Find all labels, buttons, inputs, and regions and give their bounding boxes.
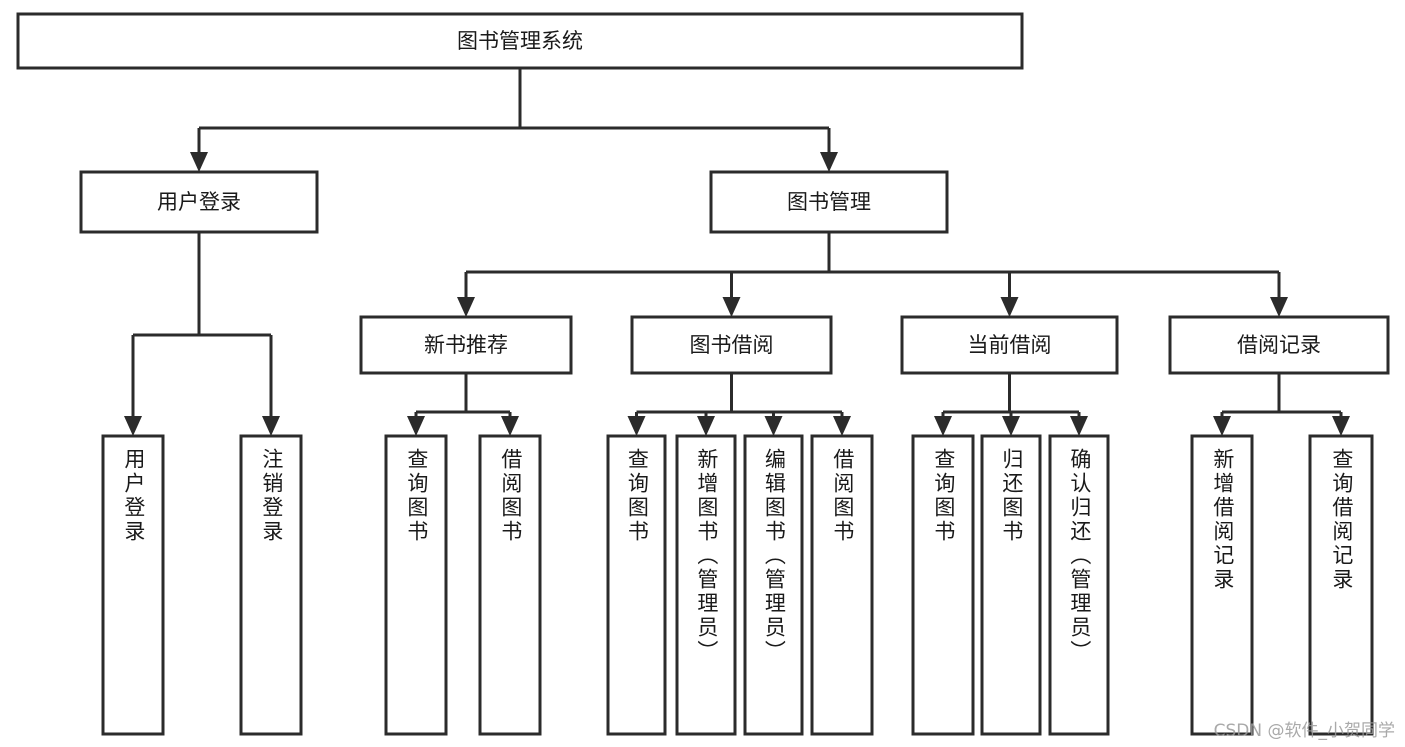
arrow-head [262,416,280,436]
node-label-root: 图书管理系统 [457,29,583,53]
arrow-head [833,416,851,436]
arrow-head [934,416,952,436]
node-label-book-borrow: 图书借阅 [690,333,774,357]
node-box-layer [16,12,1390,736]
node-box-leaf-query-book-1[interactable] [384,434,448,736]
connector-layer [124,68,1350,436]
csdn-watermark: CSDN @软件_小贺同学 [1213,721,1395,741]
node-box-leaf-user-logout[interactable] [239,434,303,736]
arrow-head [407,416,425,436]
arrow-head [124,416,142,436]
node-box-new-book-rec[interactable] [359,315,573,375]
node-label-current-borrow: 当前借阅 [968,333,1052,357]
node-box-leaf-user-login[interactable] [101,434,165,736]
node-box-leaf-add-book[interactable] [675,434,737,736]
node-box-leaf-borrow-book-2[interactable] [810,434,874,736]
node-box-leaf-add-record[interactable] [1190,434,1254,736]
node-box-leaf-return-book[interactable] [980,434,1042,736]
arrow-head [190,152,208,172]
node-box-borrow-record[interactable] [1168,315,1390,375]
node-box-leaf-query-record[interactable] [1308,434,1374,736]
node-box-leaf-query-book-3[interactable] [911,434,975,736]
arrow-head [1002,416,1020,436]
arrow-head [1000,297,1019,317]
arrow-head [697,416,715,436]
node-box-book-manage[interactable] [709,170,949,234]
arrow-head [1213,416,1231,436]
arrow-head [764,416,783,436]
node-box-user-login[interactable] [79,170,319,234]
node-box-leaf-borrow-book-1[interactable] [478,434,542,736]
node-label-user-login: 用户登录 [157,190,241,214]
node-label-borrow-record: 借阅记录 [1237,333,1321,357]
arrow-head [1270,297,1288,317]
node-label-book-manage: 图书管理 [787,190,871,214]
arrow-head [627,416,646,436]
arrow-head [501,416,519,436]
node-box-root[interactable] [16,12,1024,70]
arrow-head [457,297,475,317]
arrow-head [722,297,741,317]
node-box-leaf-query-book-2[interactable] [606,434,667,736]
arrow-head [1332,416,1350,436]
node-box-leaf-confirm-return[interactable] [1048,434,1110,736]
arrow-head [820,152,838,172]
node-box-current-borrow[interactable] [900,315,1119,375]
node-box-book-borrow[interactable] [630,315,833,375]
node-label-new-book-rec: 新书推荐 [424,333,508,357]
node-box-leaf-edit-book[interactable] [743,434,804,736]
arrow-head [1070,416,1088,436]
